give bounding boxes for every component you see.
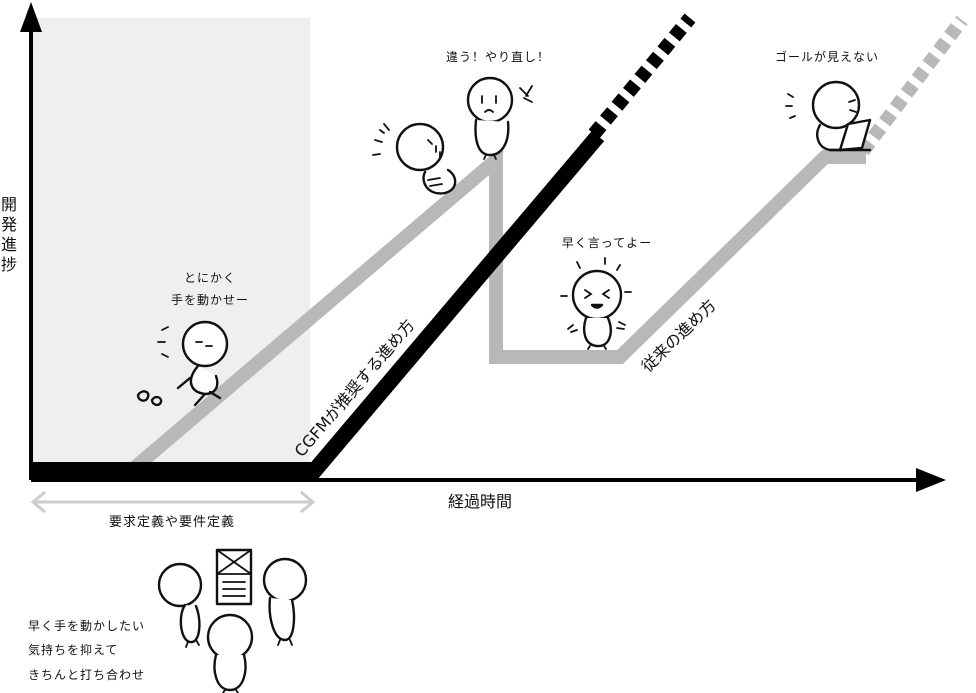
meeting-text-line3: きちんと打ち合わせ: [28, 667, 145, 682]
running-character: [136, 320, 229, 407]
svg-text:進: 進: [1, 235, 17, 254]
requirements-phase-region: [31, 18, 310, 478]
svg-text:開: 開: [1, 195, 17, 214]
y-axis-label: 開 発 進 捗: [1, 195, 17, 274]
cgfm-path: [31, 13, 696, 478]
no-goal-text: ゴールが見えない: [775, 49, 879, 64]
crying-character: [560, 257, 632, 350]
x-axis-label: 経過時間: [448, 492, 512, 511]
svg-text:捗: 捗: [1, 255, 17, 274]
meeting-group: [157, 548, 308, 693]
y-axis: [20, 2, 42, 480]
say-sooner-text: 早く言ってよー: [562, 236, 652, 250]
traditional-path: [121, 15, 968, 481]
x-axis: [31, 468, 946, 492]
requirements-bracket-label: 要求定義や要件定義: [109, 514, 235, 530]
hands-on-text-line2: 手を動かせー: [171, 293, 249, 307]
angry-character: [466, 76, 533, 160]
meeting-text-line1: 早く手を動かしたい: [28, 619, 145, 633]
requirements-bracket: [30, 490, 316, 514]
hands-on-text-line1: とにかく: [184, 271, 236, 285]
redo-text: 違う！やり直し！: [446, 50, 550, 64]
shocked-character: [372, 122, 457, 195]
meeting-text-line2: 気持ちを抑えて: [28, 642, 118, 657]
laptop-character: [785, 80, 872, 152]
svg-text:発: 発: [1, 215, 17, 234]
